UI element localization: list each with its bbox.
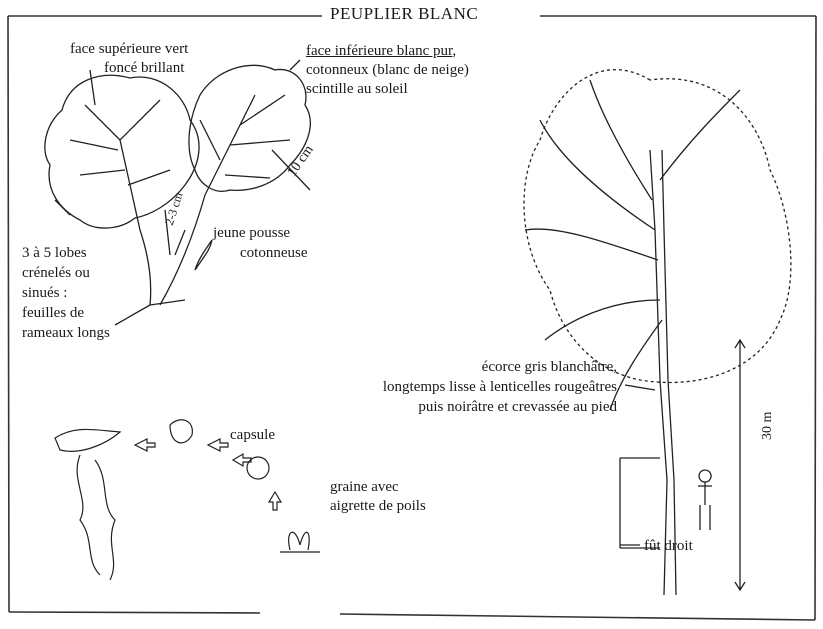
plate-title: PEUPLIER BLANC: [322, 4, 486, 24]
bark-label-1: écorce gris blanchâtre,: [482, 358, 617, 377]
lower-face-label-2: cotonneux (blanc de neige): [306, 61, 469, 80]
height-label: 30 m: [758, 412, 777, 440]
seed-label-2: aigrette de poils: [330, 497, 426, 516]
bark-label-2: longtemps lisse à lenticelles rougeâtres: [383, 378, 617, 397]
tree-drawing: [524, 70, 791, 595]
lower-face-comma: ,: [452, 43, 456, 59]
lower-face-label-1: face inférieure blanc pur,: [306, 42, 456, 61]
lobes-label-3: sinués :: [22, 284, 67, 303]
lower-face-label-3: scintille au soleil: [306, 80, 408, 99]
seed-label-1: graine avec: [330, 478, 399, 497]
young-shoot-label-2: cotonneuse: [240, 244, 307, 263]
lobes-label-4: feuilles de: [22, 304, 84, 323]
frame: [8, 16, 816, 620]
seed-sequence: [55, 420, 320, 580]
bark-label-3: puis noirâtre et crevassée au pied: [418, 398, 617, 417]
lobes-label-5: rameaux longs: [22, 324, 110, 343]
lower-face-underlined: face inférieure blanc pur: [306, 43, 452, 59]
capsule-label: capsule: [230, 426, 275, 445]
upper-face-label-2: foncé brillant: [104, 59, 184, 78]
trunk-label: fût droit: [644, 537, 693, 556]
young-shoot-label-1: jeune pousse: [213, 224, 290, 243]
lobes-label-1: 3 à 5 lobes: [22, 244, 87, 263]
upper-face-label-1: face supérieure vert: [70, 40, 188, 59]
lobes-label-2: crénelés ou: [22, 264, 90, 283]
